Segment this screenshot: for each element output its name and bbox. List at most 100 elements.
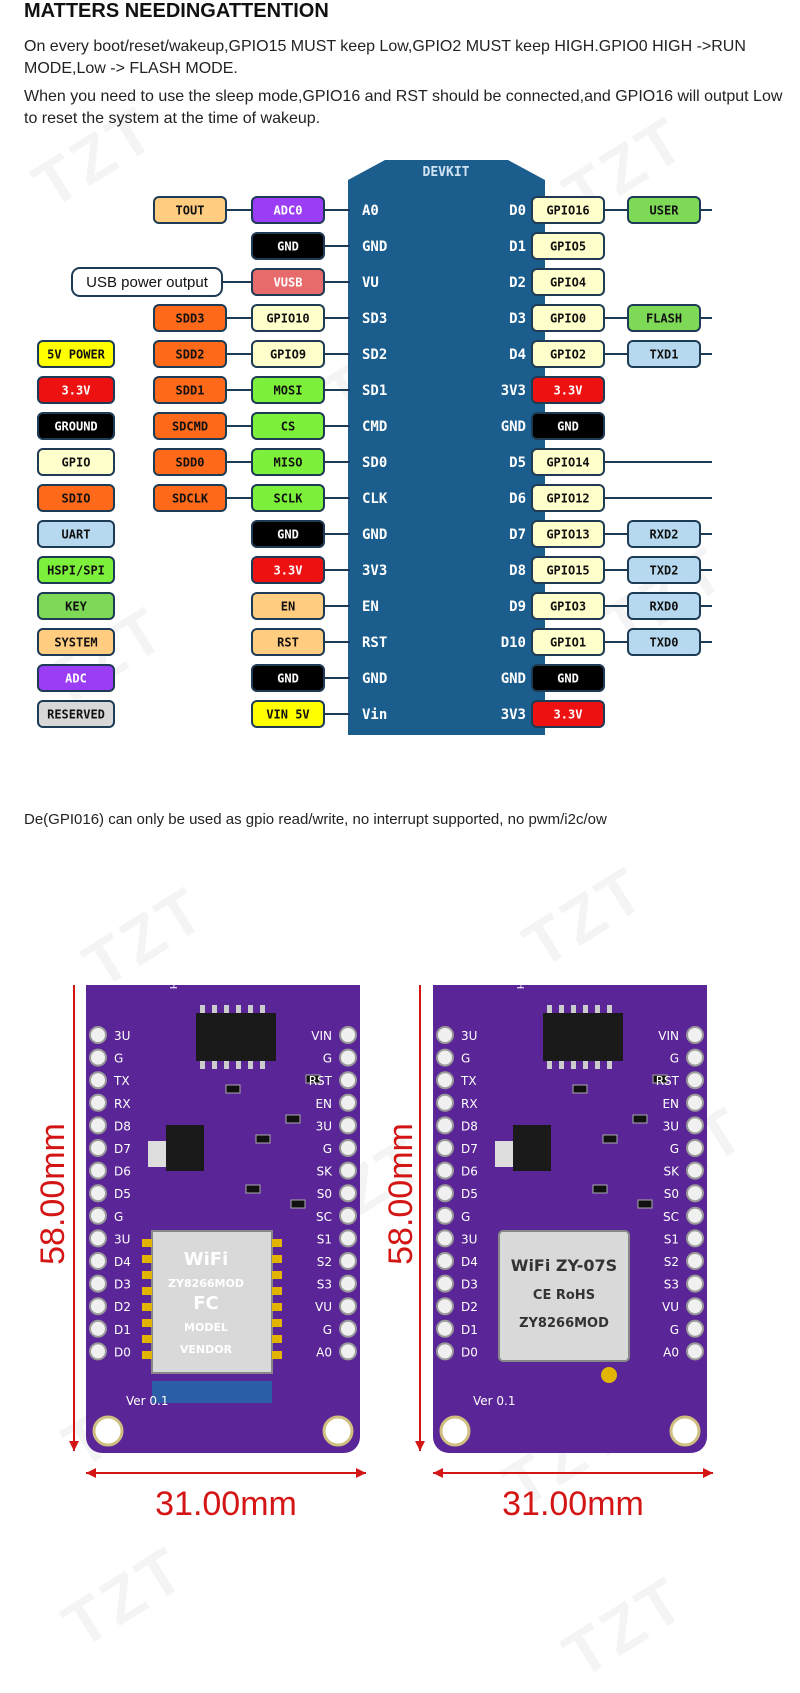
svg-text:KEY: KEY <box>65 600 87 614</box>
module-silk: ZY8266MOD <box>168 1277 244 1290</box>
silk-right-label: S1 <box>664 1232 679 1246</box>
left-pin-tag: MOSI <box>251 376 325 404</box>
right-pin-tag: GPIO1 <box>531 628 605 656</box>
silk-left-label: D0 <box>114 1345 131 1359</box>
left-pin-tag: GND <box>251 232 325 260</box>
board-pin-left: 3V3 <box>362 563 387 579</box>
svg-text:CS: CS <box>281 420 295 434</box>
board-pin-right: GND <box>501 419 526 435</box>
svg-text:GPIO4: GPIO4 <box>550 276 586 290</box>
svg-text:SDD0: SDD0 <box>176 456 205 470</box>
svg-text:GND: GND <box>557 420 579 434</box>
board-pin-left: EN <box>362 599 379 615</box>
board-pin-left: Vin <box>362 707 387 723</box>
wifi-module <box>498 1230 630 1362</box>
svg-text:TOUT: TOUT <box>176 204 205 218</box>
flash-label: FLASH <box>514 985 525 989</box>
silk-left-label: D6 <box>114 1165 131 1179</box>
svg-text:TXD0: TXD0 <box>650 636 679 650</box>
right-pin-tag: GND <box>531 412 605 440</box>
svg-text:MISO: MISO <box>274 456 303 470</box>
svg-text:RXD0: RXD0 <box>650 600 679 614</box>
board-pin-left: SD2 <box>362 347 387 363</box>
svg-text:GPIO12: GPIO12 <box>546 492 589 506</box>
right-alt-tag: TXD0 <box>627 628 701 656</box>
svg-text:RST: RST <box>277 636 299 650</box>
svg-text:GROUND: GROUND <box>54 420 97 434</box>
silk-right-label: SC <box>663 1210 679 1224</box>
svg-text:3.3V: 3.3V <box>554 708 583 722</box>
board-pin-right: 3V3 <box>501 383 526 399</box>
silk-right-label: G <box>323 1323 332 1337</box>
svg-text:ADC0: ADC0 <box>274 204 303 218</box>
right-pin-tag: GPIO12 <box>531 484 605 512</box>
left-pin-tag: 3.3V <box>251 556 325 584</box>
silk-right-label: S0 <box>664 1187 679 1201</box>
left-alt-tag: SDCLK <box>153 484 227 512</box>
legend-item: 5V POWER <box>37 340 115 368</box>
svg-text:5V POWER: 5V POWER <box>47 348 106 362</box>
silk-right-label: EN <box>662 1097 679 1111</box>
left-pin-tag: GND <box>251 520 325 548</box>
right-alt-tag: RXD2 <box>627 520 701 548</box>
board-pin-right: D6 <box>509 491 526 507</box>
svg-text:GPIO14: GPIO14 <box>546 456 589 470</box>
left-pin-tag: SCLK <box>251 484 325 512</box>
silk-left-label: D0 <box>461 1345 478 1359</box>
silk-right-label: VU <box>315 1300 332 1314</box>
svg-text:SDD1: SDD1 <box>176 384 205 398</box>
board-photo-right: FLASHRST3UVINGGTXRSTRXEND83UD7GD6SKD5S0G… <box>433 985 707 1453</box>
tzt-watermark: TZT <box>70 871 219 1002</box>
module-silk: VENDOR <box>180 1343 233 1356</box>
legend-item: ADC <box>37 664 115 692</box>
silk-left-label: G <box>461 1052 470 1066</box>
right-pin-tag: GPIO13 <box>531 520 605 548</box>
svg-text:SDCMD: SDCMD <box>172 420 208 434</box>
board-pin-left: GND <box>362 671 387 687</box>
silk-left-label: D1 <box>114 1323 131 1337</box>
svg-text:TXD2: TXD2 <box>650 564 679 578</box>
silk-left-label: D7 <box>461 1142 478 1156</box>
board-pin-left: SD0 <box>362 455 387 471</box>
svg-text:GPIO15: GPIO15 <box>546 564 589 578</box>
board-pin-right: D5 <box>509 455 526 471</box>
right-pin-tag: GPIO2 <box>531 340 605 368</box>
silk-left-label: 3U <box>461 1232 477 1246</box>
svg-text:GND: GND <box>277 240 299 254</box>
right-pin-tag: GPIO14 <box>531 448 605 476</box>
right-alt-tag: RXD0 <box>627 592 701 620</box>
module-silk: MODEL <box>184 1321 228 1334</box>
silk-left-label: D5 <box>461 1187 478 1201</box>
right-alt-tag: TXD1 <box>627 340 701 368</box>
sleep-note: When you need to use the sleep mode,GPIO… <box>24 88 783 127</box>
svg-text:USB power output: USB power output <box>86 274 209 291</box>
height-dimension-right: 58.00mm <box>382 985 425 1451</box>
svg-text:3.3V: 3.3V <box>554 384 583 398</box>
legend-item: GPIO <box>37 448 115 476</box>
silk-right-label: G <box>670 1323 679 1337</box>
left-alt-tag: SDCMD <box>153 412 227 440</box>
svg-text:GPIO13: GPIO13 <box>546 528 589 542</box>
silk-right-label: S0 <box>317 1187 332 1201</box>
silk-left-label: 3U <box>461 1029 477 1043</box>
board-pin-right: D9 <box>509 599 526 615</box>
silk-left-label: RX <box>114 1097 131 1111</box>
svg-text:USER: USER <box>650 204 680 218</box>
board-pin-right: 3V3 <box>501 707 526 723</box>
usb-chip <box>196 1013 276 1061</box>
legend-item: SYSTEM <box>37 628 115 656</box>
svg-text:UART: UART <box>62 528 91 542</box>
silk-left-label: D7 <box>114 1142 131 1156</box>
board-pin-right: D4 <box>509 347 526 363</box>
silk-right-label: RST <box>309 1074 333 1088</box>
right-pin-tag: GPIO4 <box>531 268 605 296</box>
height-dimension-left: 58.00mm <box>34 985 79 1451</box>
version-label: Ver 0.1 <box>473 1394 516 1408</box>
pinout-diagram: DEVKITA0GNDVUSD3SD2SD1CMDSD0CLKGND3V3ENR… <box>37 160 712 735</box>
board-pin-left: A0 <box>362 203 379 219</box>
silk-right-label: EN <box>315 1097 332 1111</box>
legend-item: HSPI/SPI <box>37 556 115 584</box>
svg-text:58.00mm: 58.00mm <box>382 1123 420 1265</box>
right-pin-tag: GND <box>531 664 605 692</box>
silk-right-label: S3 <box>317 1278 332 1292</box>
